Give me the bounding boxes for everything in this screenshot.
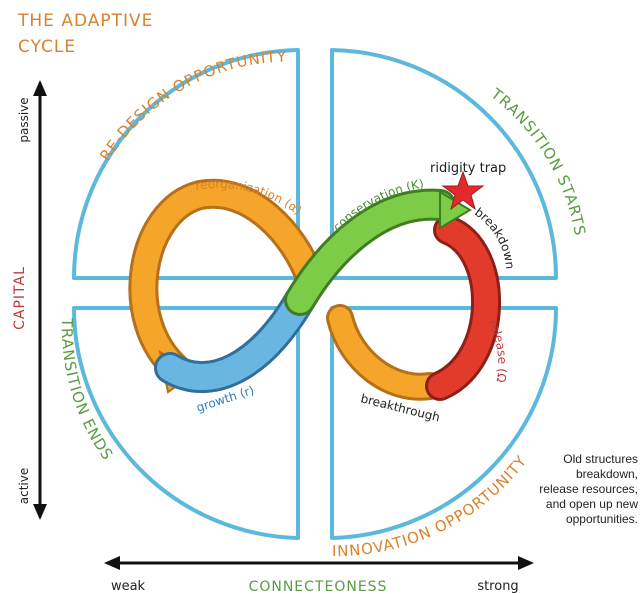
release-ribbon [428, 218, 498, 398]
quadrant-borders [72, 48, 558, 540]
x-axis-right-label: strong [477, 579, 518, 594]
note-line: and open up new [545, 497, 638, 511]
y-axis-arrow-up-icon [33, 80, 47, 96]
quadrant-top-right [330, 48, 558, 280]
y-axis-label: CAPITAL [12, 266, 28, 330]
y-axis-bottom-label: active [17, 468, 31, 504]
conservation-ribbon [287, 191, 453, 313]
x-axis-arrow-right-icon [518, 556, 534, 570]
quadrant-top-left [72, 48, 300, 280]
note-line: breakdown, [575, 467, 638, 481]
ridigity-trap-star-icon [441, 170, 485, 211]
y-axis-top-label: passive [17, 97, 31, 142]
growth-ribbon [157, 287, 313, 390]
note-line: opportunities. [565, 512, 638, 526]
x-axis-label: CONNECTEONESS [249, 579, 388, 594]
note-line: release resources, [539, 482, 638, 496]
explanation-note: Old structures breakdown, release resour… [478, 452, 638, 527]
title-line-2: CYCLE [18, 37, 76, 57]
quadrant-bottom-left [72, 306, 300, 540]
y-axis-arrow-down-icon [33, 504, 47, 520]
label-ridigity-trap: ridigity trap [430, 161, 506, 176]
quadrant-label-redesign: RE-DESIGN OPPORTUNITY [96, 48, 287, 164]
note-line: Old structures [563, 452, 638, 466]
quadrant-bottom-right [330, 306, 558, 540]
reorganization-ribbon [131, 181, 322, 382]
x-axis-left-label: weak [111, 579, 146, 594]
title-line-1: THE ADAPTIVE [17, 11, 153, 31]
breakthrough-ribbon [329, 307, 441, 398]
x-axis-arrow-left-icon [104, 556, 120, 570]
